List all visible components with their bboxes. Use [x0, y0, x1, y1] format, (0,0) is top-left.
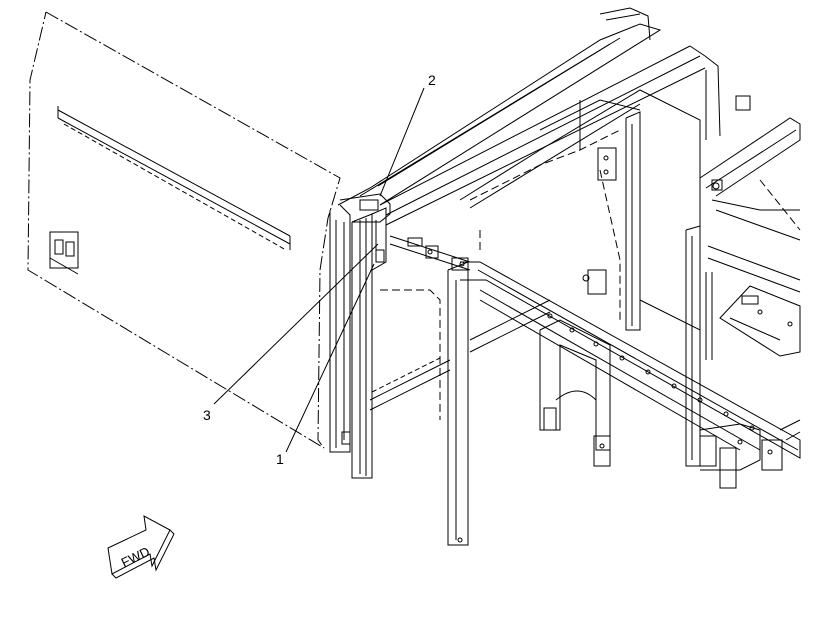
- bracket-assembly: [372, 208, 386, 270]
- callout-2: 2: [428, 72, 436, 88]
- panel-latch: [50, 232, 78, 274]
- leader-line-2: [380, 88, 424, 196]
- callout-1: 1: [276, 451, 284, 467]
- side-panel: [28, 12, 340, 448]
- leader-lines: [214, 88, 424, 452]
- forward-arrow-icon: FWD: [108, 516, 174, 578]
- frame-structure: [330, 8, 800, 545]
- leader-line-1: [286, 264, 374, 452]
- leader-line-3: [214, 244, 378, 404]
- callout-3: 3: [203, 407, 211, 423]
- panel-groove: [58, 106, 290, 250]
